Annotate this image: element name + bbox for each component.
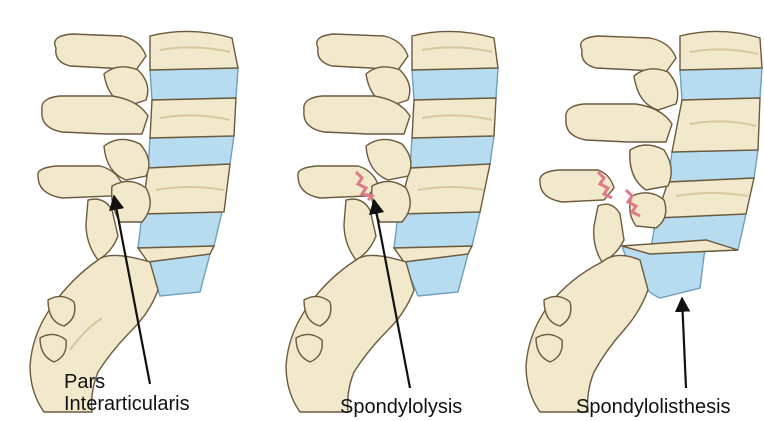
label-pars-line2: Interarticularis [64, 393, 190, 415]
label-pars-line1: Pars [64, 371, 190, 393]
panel-spondylolisthesis [526, 31, 762, 412]
posterior-elements [286, 34, 414, 412]
spondylolisthesis-arrow [682, 298, 686, 388]
label-pars-interarticularis: Pars Interarticularis [64, 371, 190, 415]
panel-normal-spine [30, 31, 238, 412]
label-spondylolysis: Spondylolysis [340, 396, 462, 418]
panel-spondylolysis [286, 31, 498, 412]
posterior-elements [30, 34, 158, 412]
posterior-elements [526, 36, 678, 412]
label-spondylolisthesis: Spondylolisthesis [576, 396, 731, 418]
